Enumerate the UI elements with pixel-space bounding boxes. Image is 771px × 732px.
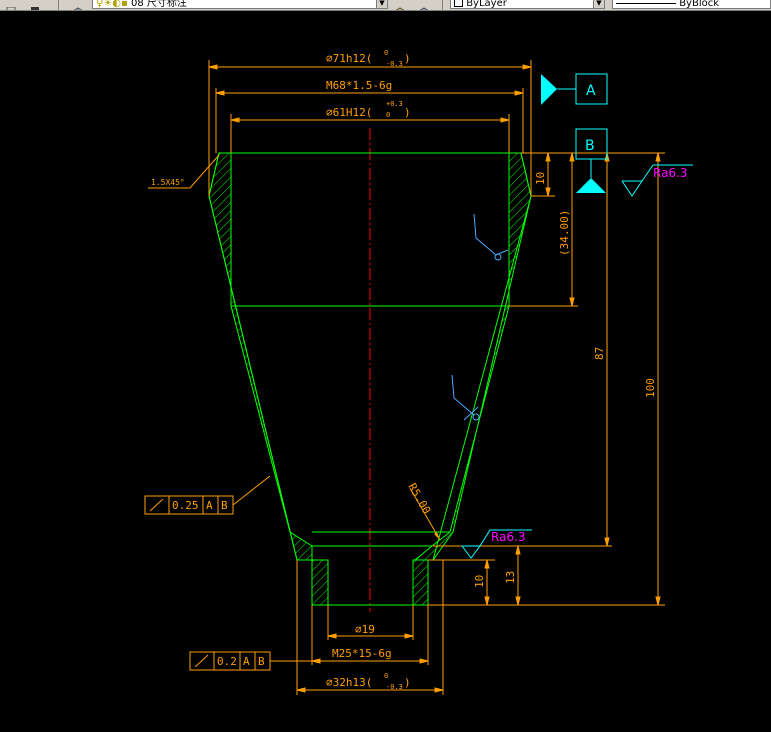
dim-m68: M68*1.5-6g [326,79,392,92]
dimension-lines [208,64,661,693]
color-value: ByLayer [466,0,507,9]
dim-d71-close: ) [404,52,411,65]
dim-d32-close: ) [404,676,411,689]
right-spigot-hatch [412,559,429,606]
gdt-upper-ref2: B [221,499,228,512]
dim-m25: M25*15-6g [332,647,392,660]
r5-arrow [434,532,440,540]
part-section [208,152,532,606]
color-dropdown[interactable]: ByLayer ▼ [450,0,605,9]
dim-h10-bot: 10 [473,575,486,588]
extension-lines [208,60,665,695]
dim-d61-close: ) [404,106,411,119]
right-wall-hatch [413,152,532,561]
dim-d32: ⌀32h13( [326,676,372,689]
r5-leader [409,487,441,541]
dim-h100: 100 [644,378,657,398]
color-swatch [454,0,463,7]
gdt-lower-ref1: A [243,655,250,668]
layer-states-icon[interactable] [6,0,16,10]
roughness-bottom: Ra6.3 [461,529,532,559]
dim-d71-tol-up: 0 [384,49,388,57]
outer-outline [208,152,532,606]
dim-d32-tol-up: 0 [384,672,388,680]
dim-chamfer: 1.5X45° [151,178,185,187]
roughness-top: Ra6.3 [621,164,693,197]
datum-b-triangle [576,178,606,193]
chevron-down-icon[interactable]: ▼ [593,0,604,8]
dim-d61-tol-up: +0.3 [386,100,403,108]
dim-d61-tol-low: 0 [386,111,390,119]
layer-name: 08 尺寸标注 [130,0,187,9]
roughness-bottom-label: Ra6.3 [491,530,526,544]
dim-h10-top: 10 [534,172,547,185]
surface-symbol-1 [473,213,509,261]
roughness-top-label: Ra6.3 [653,166,688,180]
runout-icon [149,498,164,512]
datum-b-label: B [585,138,595,154]
gdt-frame-upper: 0.25 A B [144,475,271,515]
gdt-lower-ref2: B [258,655,265,668]
toolbar-separator [58,0,59,10]
layer-manager-icon[interactable] [72,0,83,10]
dim-h13: 13 [504,571,517,584]
linetype-value: ByBlock [679,0,720,9]
chevron-down-icon[interactable]: ▼ [376,0,387,8]
layer-previous-icon[interactable] [418,0,429,10]
layer-dropdown[interactable]: ♀☀◐▪ 08 尺寸标注 ▼ [92,0,388,9]
layer-icons: ♀☀◐▪ [96,0,128,9]
datum-a-triangle [541,74,557,105]
toolbar-separator [442,0,443,10]
datum-a: A [541,73,608,105]
toolbar: ♀☀◐▪ 08 尺寸标注 ▼ ByLayer ▼ ByBlock [0,0,771,11]
drawing-canvas[interactable]: ⌀71h12( 0 -0.3 ) M68*1.5-6g ⌀61H12( +0.3… [0,10,771,732]
runout-icon [194,654,209,668]
gdt-upper-tolerance: 0.25 [172,499,199,512]
left-spigot-hatch [311,559,329,606]
gdt-frame-lower: 0.2 A B [189,651,312,671]
print-icon[interactable] [30,0,40,10]
dim-d71-tol-low: -0.3 [386,60,403,68]
dim-r5: R5.00 [405,481,433,516]
datum-b: B [575,128,608,193]
make-object-layer-current-icon[interactable] [394,0,405,10]
dim-h87: 87 [593,347,606,360]
linetype-preview [616,2,676,4]
dim-d32-tol-low: -0.3 [386,683,403,691]
linetype-dropdown[interactable]: ByBlock [612,0,771,9]
dim-d71: ⌀71h12( [326,52,372,65]
chamfer-leader [148,154,220,189]
dim-d19: ⌀19 [355,623,375,636]
gdt-lower-tolerance: 0.2 [217,655,237,668]
datum-a-label: A [586,83,596,99]
surface-symbol-2 [451,374,480,421]
dim-d61: ⌀61H12( [326,106,372,119]
gdt-upper-ref1: A [206,499,213,512]
dim-h34: (34.00) [558,210,571,256]
